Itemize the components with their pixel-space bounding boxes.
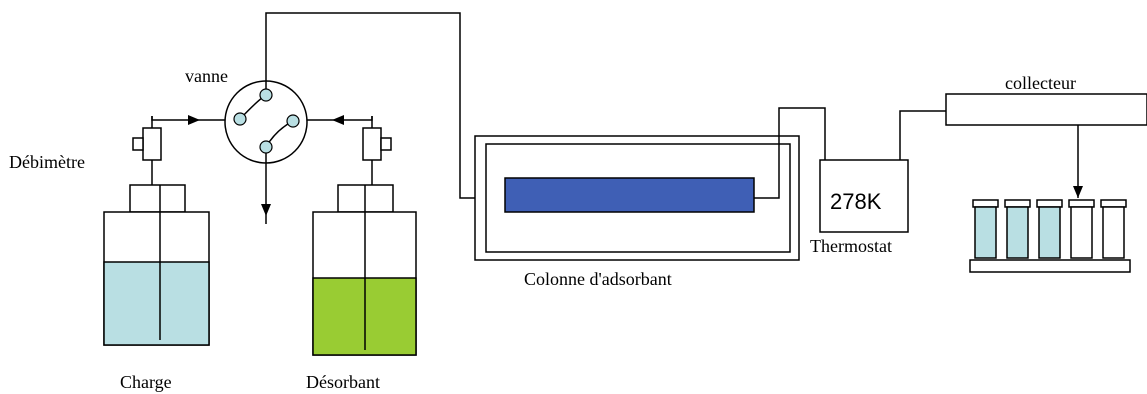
flowmeter-knob [380,137,392,151]
thermostat-box [819,159,909,233]
collection-tube-empty [1070,206,1093,259]
flowmeter-right [362,116,392,161]
tube-cap [1004,199,1031,208]
collection-tube-empty [1102,206,1125,259]
valve-port-top [259,88,273,102]
flowmeter-knob [132,137,144,151]
feed-bottle-cap [129,184,186,213]
flowmeter-left [132,116,162,161]
column-to-thermostat-pipe [754,107,826,199]
collector-bar [945,93,1147,126]
column-housing-inner [485,143,791,253]
thermostat-temperature: 278K [830,189,882,214]
tube-rack [969,259,1131,273]
collection-tubes [972,199,1127,259]
tube-cap [1068,199,1095,208]
valve-port-bottom [259,140,273,154]
desorbent-label: Désorbant [306,372,380,392]
collection-tube-filled [1006,206,1029,259]
thermostat-label: Thermostat [810,236,892,256]
thermostat-to-collector-pipe [899,110,946,160]
valve-port-left [233,112,247,126]
valve-outlet-arrow [261,204,271,216]
collector-arrow [1073,186,1083,198]
feed-liquid [103,261,210,346]
tube-cap [1036,199,1063,208]
flowmeter-body [142,127,162,161]
adsorbent-column [504,177,755,213]
flow-arrow-left [332,115,344,125]
valve-port-right [286,114,300,128]
collection-tube-filled [1038,206,1061,259]
feed-label: Charge [120,372,172,392]
tube-cap [1100,199,1127,208]
flow-arrow-right [188,115,200,125]
flowmeter-label: Débimètre [9,152,85,172]
feed-bottle [103,184,210,346]
collector-label: collecteur [1005,73,1076,93]
valve [224,80,308,164]
collection-tube-filled [974,206,997,259]
valve-label: vanne [185,66,228,86]
column-label: Colonne d'adsorbant [524,269,672,289]
tube-cap [972,199,999,208]
flowmeter-body [362,127,382,161]
